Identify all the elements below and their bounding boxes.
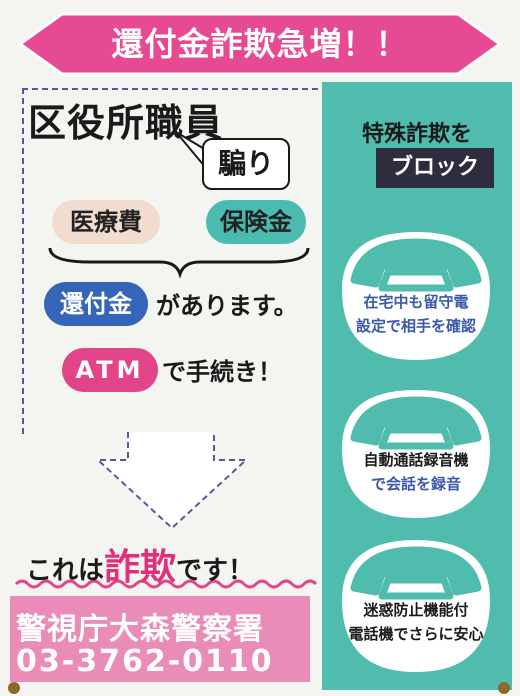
tag-insurance: 保険金 [206, 200, 306, 244]
conclusion-post: です！ [176, 556, 255, 586]
side-title: 特殊詐欺を [361, 122, 472, 147]
card2-line1: 自動通話録音機 [363, 451, 469, 469]
banner-shape [17, 12, 503, 76]
phone-icon [350, 546, 482, 600]
tag-refund: 還付金 [44, 282, 148, 326]
police-box: 警視庁大森警察署 03-3762-0110 [10, 596, 310, 682]
conclusion-fraud: 詐欺 [104, 547, 177, 588]
card3-line2: 電話機でさらに安心 [332, 622, 500, 646]
refund-suffix: があります。 [156, 292, 298, 320]
card1-line1: 在宅中も留守電 [363, 293, 469, 311]
disguise-bubble: 騙り [202, 138, 290, 190]
atm-suffix: で手続き！ [162, 358, 282, 386]
down-arrow-icon [95, 432, 249, 530]
police-phone-number[interactable]: 03-3762-0110 [16, 644, 274, 679]
card3-line2-text: 電話機でさらに安心 [348, 625, 484, 643]
phone-card-1 [342, 232, 490, 360]
dashed-frame [22, 88, 318, 434]
pin-left [8, 682, 20, 694]
disguise-text: 騙り [217, 147, 274, 180]
tag-medical: 医療費 [52, 200, 160, 244]
phone-card-3 [342, 540, 490, 672]
pin-right [498, 682, 510, 694]
card1-text: 在宅中も留守電 設定で相手を確認 [332, 290, 500, 338]
card3-text: 迷惑防止機能付 電話機でさらに安心 [332, 598, 500, 646]
conclusion-pre: これは [26, 556, 105, 586]
card3-line1: 迷惑防止機能付 [363, 601, 469, 619]
police-station-name: 警視庁大森警察署 [16, 612, 264, 647]
phone-icon [350, 396, 482, 450]
conclusion-line: これは詐欺です！ [26, 538, 326, 590]
block-tag: ブロック [376, 148, 494, 188]
tag-atm: ATM [62, 348, 158, 392]
card2-text: 自動通話録音機 で会話を録音 [332, 448, 500, 496]
phone-card-2 [342, 390, 490, 518]
phone-icon [350, 238, 482, 292]
banner-title: 還付金詐欺急増！！ [111, 25, 409, 63]
ward-staff-title: 区役所職員 [28, 101, 224, 145]
card2-line2: で会話を録音 [370, 475, 461, 493]
card1-line2: 設定で相手を確認 [355, 317, 476, 335]
